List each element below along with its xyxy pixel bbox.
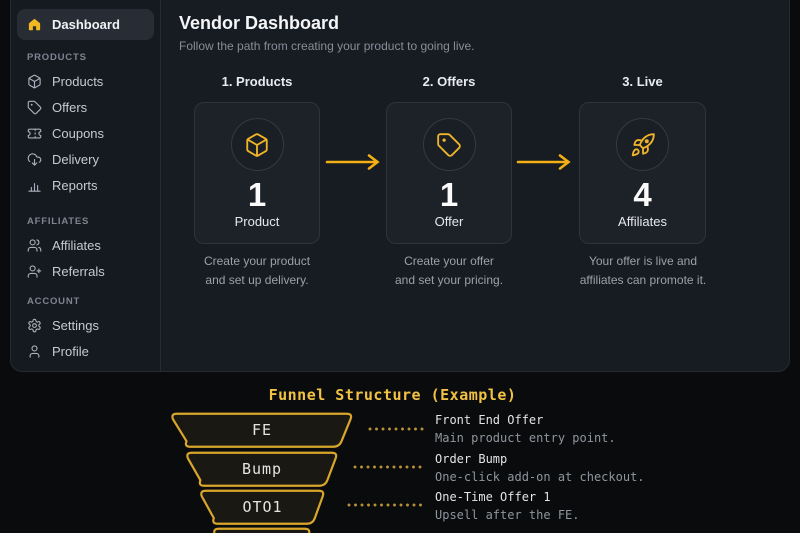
step-label: 1. Products xyxy=(221,74,293,89)
dotted-leader xyxy=(368,427,426,431)
step-caption: Your offer is live and affiliates can pr… xyxy=(563,252,723,289)
caption-line: Create your offer xyxy=(404,254,494,268)
rocket-icon xyxy=(616,118,669,171)
caption-line: and set up delivery. xyxy=(205,272,309,287)
user-plus-icon xyxy=(27,264,42,279)
funnel-stage-fe: FE xyxy=(169,412,355,449)
sidebar-item-reports[interactable]: Reports xyxy=(17,172,154,198)
tag-icon xyxy=(27,100,42,115)
package-icon xyxy=(27,74,42,89)
arrow-right-icon xyxy=(516,154,571,170)
sidebar-item-label: Affiliates xyxy=(52,237,101,253)
sidebar-section-title: AFFILIATES xyxy=(27,216,90,227)
funnel-stage-description: Front End Offer Main product entry point… xyxy=(435,412,616,447)
funnel-stage-label: Bump xyxy=(241,459,283,478)
step-caption: Create your product and set up delivery. xyxy=(177,252,337,289)
arrow-right-icon xyxy=(325,154,380,170)
desc-title: Front End Offer xyxy=(435,413,544,427)
desc-subtitle: Main product entry point. xyxy=(435,430,616,445)
sidebar-item-label: Offers xyxy=(52,99,88,115)
sidebar-item-profile[interactable]: Profile xyxy=(17,338,154,364)
sidebar-item-label: Reports xyxy=(52,177,98,193)
desc-title: Order Bump xyxy=(435,452,508,466)
funnel-stage-description: One-Time Offer 1 Upsell after the FE. xyxy=(435,489,580,524)
funnel-stage-bump: Bump xyxy=(184,451,340,488)
sidebar-item-affiliates[interactable]: Affiliates xyxy=(17,232,154,258)
sidebar-section-title: ACCOUNT xyxy=(27,296,81,307)
products-card[interactable]: 1 Product xyxy=(194,102,320,244)
affiliate-count-label: Affiliates xyxy=(618,214,667,230)
live-card[interactable]: 4 Affiliates xyxy=(579,102,706,244)
product-count: 1 xyxy=(247,176,267,213)
user-icon xyxy=(27,344,42,359)
step-label: 2. Offers xyxy=(422,74,476,89)
funnel-stage-oto1: OTO1 xyxy=(198,489,327,526)
home-icon xyxy=(27,17,42,32)
sidebar-item-delivery[interactable]: Delivery xyxy=(17,146,154,172)
cloud-download-icon xyxy=(27,152,42,167)
funnel-stage-description: Order Bump One-click add-on at checkout. xyxy=(435,451,645,486)
sidebar-item-label: Profile xyxy=(52,343,89,359)
step-label: 3. Live xyxy=(622,74,663,89)
sidebar-item-label: Delivery xyxy=(52,151,99,167)
caption-line: Create your product xyxy=(203,254,311,268)
main-content: Vendor Dashboard Follow the path from cr… xyxy=(161,0,789,371)
caption-line: affiliates can promote it. xyxy=(579,272,707,287)
funnel-stage-partial xyxy=(211,527,313,533)
desc-subtitle: Upsell after the FE. xyxy=(435,507,580,522)
funnel-stage-label: FE xyxy=(251,420,273,439)
sidebar-item-label: Products xyxy=(52,73,104,89)
desc-subtitle: One-click add-on at checkout. xyxy=(435,469,645,484)
page-subtitle: Follow the path from creating your produ… xyxy=(179,39,475,53)
desc-title: One-Time Offer 1 xyxy=(435,490,551,504)
sidebar-item-products[interactable]: Products xyxy=(17,68,154,94)
sidebar-item-label: Coupons xyxy=(52,125,105,141)
funnel-stage-label: OTO1 xyxy=(242,497,283,516)
funnel-title: Funnel Structure (Example) xyxy=(268,386,517,404)
bar-chart-icon xyxy=(27,178,42,193)
caption-line: and set your pricing. xyxy=(394,272,504,287)
sidebar-item-offers[interactable]: Offers xyxy=(17,94,154,120)
sidebar: Dashboard PRODUCTS Products Offers xyxy=(11,0,161,371)
tag-icon xyxy=(422,118,476,171)
sidebar-item-label: Referrals xyxy=(52,263,105,279)
gear-icon xyxy=(27,318,42,333)
sidebar-item-label: Dashboard xyxy=(52,17,120,32)
dotted-leader xyxy=(353,465,425,469)
dashboard-panel: Dashboard PRODUCTS Products Offers xyxy=(10,0,790,372)
caption-line: Your offer is live and xyxy=(588,254,698,268)
sidebar-section-title: PRODUCTS xyxy=(27,52,87,63)
product-count-label: Product xyxy=(234,214,280,230)
sidebar-item-dashboard[interactable]: Dashboard xyxy=(17,9,154,40)
sidebar-item-coupons[interactable]: Coupons xyxy=(17,120,154,146)
package-icon xyxy=(230,118,284,171)
offers-card[interactable]: 1 Offer xyxy=(386,102,512,244)
sidebar-item-referrals[interactable]: Referrals xyxy=(17,258,154,284)
users-icon xyxy=(27,238,42,253)
dotted-leader xyxy=(347,503,425,507)
ticket-icon xyxy=(27,126,42,141)
offer-count: 1 xyxy=(439,176,459,213)
sidebar-item-settings[interactable]: Settings xyxy=(17,312,154,338)
sidebar-item-label: Settings xyxy=(52,317,99,333)
offer-count-label: Offer xyxy=(434,214,464,230)
affiliate-count: 4 xyxy=(633,176,652,213)
page-title: Vendor Dashboard xyxy=(179,13,340,33)
step-caption: Create your offer and set your pricing. xyxy=(369,252,529,289)
